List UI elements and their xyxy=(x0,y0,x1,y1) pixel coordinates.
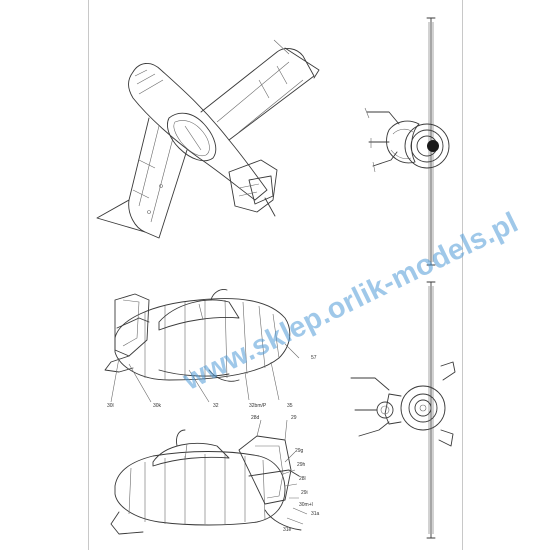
label-29g: 29g xyxy=(295,448,304,454)
label-29i: 29i xyxy=(301,490,308,496)
label-30l: 30l xyxy=(107,403,114,409)
label-29: 29 xyxy=(291,415,297,421)
side-view-aircraft-lower xyxy=(110,419,308,535)
front-view-aircraft xyxy=(364,17,450,266)
label-28l: 28l xyxy=(299,476,306,482)
drawing-sheet: 57 30l 30k 32 32bm/P 35 28d 29 29g 29h 2… xyxy=(88,0,523,550)
top-view-aircraft xyxy=(96,39,320,239)
label-28d: 28d xyxy=(251,415,260,421)
label-30m: 30m+l xyxy=(299,502,313,508)
line-drawing xyxy=(96,17,456,539)
label-32bm: 32bm/P xyxy=(249,403,267,409)
label-57: 57 xyxy=(311,355,317,361)
label-30k: 30k xyxy=(153,403,162,409)
rear-view-aircraft xyxy=(350,281,456,539)
label-31e: 31e xyxy=(283,527,292,533)
label-32: 32 xyxy=(213,403,219,409)
side-view-aircraft-upper xyxy=(104,289,300,403)
label-35: 35 xyxy=(287,403,293,409)
label-29h: 29h xyxy=(297,462,306,468)
label-31a: 31a xyxy=(311,511,320,517)
